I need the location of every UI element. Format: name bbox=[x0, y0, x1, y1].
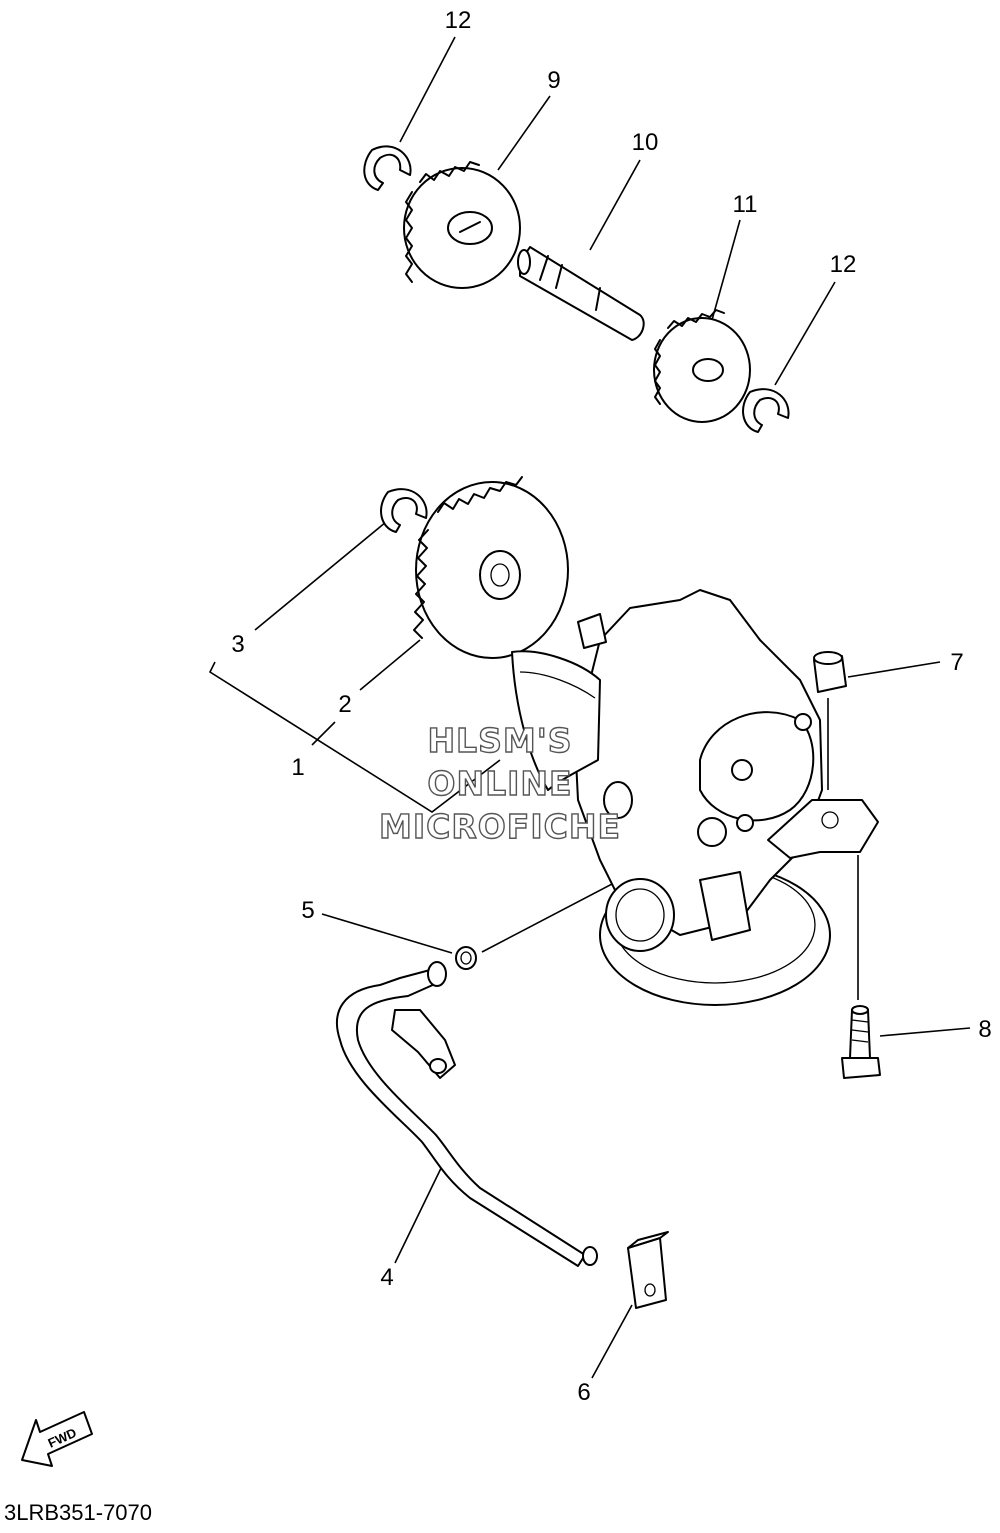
leader-2 bbox=[359, 639, 421, 691]
leader-lines bbox=[208, 36, 971, 1379]
callout-11: 11 bbox=[733, 191, 758, 218]
callout-labels: 12 9 10 11 12 3 2 1 5 7 8 4 6 bbox=[231, 7, 991, 1406]
diagram-code: 3LRB351-7070 bbox=[4, 1500, 152, 1525]
oil-pump-body bbox=[511, 589, 879, 1006]
gear-2 bbox=[413, 476, 569, 659]
gear-11 bbox=[653, 309, 751, 423]
leader-10 bbox=[589, 159, 641, 251]
dowel-pin-7 bbox=[813, 651, 847, 693]
watermark-line-2: ONLINE bbox=[427, 764, 572, 803]
leader-12a bbox=[399, 36, 456, 143]
leader-1 bbox=[311, 721, 336, 746]
shaft-10 bbox=[517, 246, 645, 341]
fwd-arrow: FWD bbox=[21, 1411, 93, 1467]
callout-1: 1 bbox=[291, 754, 304, 781]
callout-12-right: 12 bbox=[830, 251, 857, 278]
callout-2: 2 bbox=[338, 691, 351, 718]
callout-12-top: 12 bbox=[445, 7, 472, 34]
callout-7: 7 bbox=[950, 649, 963, 676]
o-ring-5 bbox=[455, 946, 477, 970]
circlip-12-top bbox=[363, 145, 412, 191]
callout-4: 4 bbox=[380, 1264, 393, 1291]
pipe-4 bbox=[335, 961, 598, 1267]
watermark: HLSM'S ONLINE MICROFICHE bbox=[378, 720, 621, 846]
leader-8 bbox=[879, 1027, 971, 1037]
watermark-line-3: MICROFICHE bbox=[379, 807, 621, 846]
callout-3: 3 bbox=[231, 631, 244, 658]
leader-12b bbox=[774, 281, 836, 386]
leader-1-bracket bbox=[208, 661, 501, 813]
leader-5 bbox=[321, 913, 453, 954]
callout-6: 6 bbox=[577, 1379, 590, 1406]
gear-9 bbox=[403, 161, 521, 289]
circlip-3 bbox=[380, 488, 428, 533]
leader-4 bbox=[394, 1161, 445, 1264]
watermark-line-1: HLSM'S bbox=[427, 721, 572, 760]
bolt-8 bbox=[841, 1005, 881, 1079]
leader-9 bbox=[497, 95, 551, 171]
leader-11 bbox=[711, 219, 741, 321]
callout-8: 8 bbox=[978, 1016, 991, 1043]
circlip-12-right bbox=[742, 388, 790, 433]
callout-10: 10 bbox=[632, 129, 659, 156]
block-6 bbox=[627, 1231, 669, 1309]
leader-7 bbox=[847, 661, 941, 678]
leader-3 bbox=[254, 521, 387, 631]
callout-9: 9 bbox=[547, 67, 560, 94]
callout-5: 5 bbox=[301, 897, 314, 924]
leader-6 bbox=[591, 1304, 633, 1379]
